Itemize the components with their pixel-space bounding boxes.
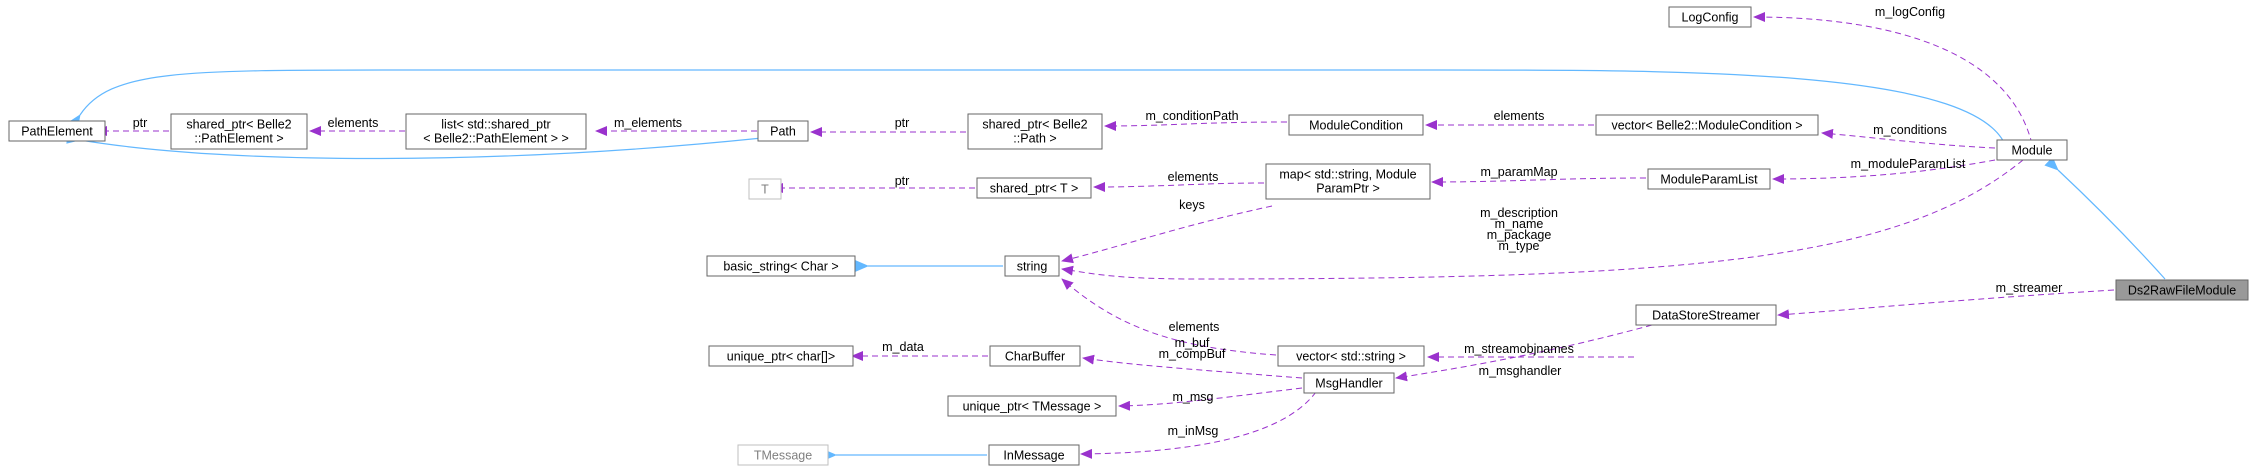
node-label: Path: [770, 125, 796, 139]
usage-edge-elements-spt: [1093, 181, 1265, 192]
edge-label: m_moduleParamList: [1851, 157, 1966, 171]
node-basic-string[interactable]: basic_string< Char >: [706, 255, 856, 277]
node-list-shared-ptr-pathelement[interactable]: list< std::shared_ptr< Belle2::PathEleme…: [405, 113, 587, 150]
edge-labels: ptr elements m_elements ptr m_conditionP…: [133, 5, 2063, 438]
node-unique-ptr-tmessage[interactable]: unique_ptr< TMessage >: [947, 395, 1117, 417]
node-logconfig[interactable]: LogConfig: [1668, 6, 1752, 28]
node-label: PathElement: [21, 125, 93, 139]
node-label: list< std::shared_ptr< Belle2::PathEleme…: [423, 118, 569, 146]
edge-label: m_inMsg: [1168, 424, 1219, 438]
usage-edge-m-conditionpath: [1104, 120, 1288, 131]
node-label: shared_ptr< Belle2::Path >: [982, 118, 1087, 146]
edge-label: elements: [328, 116, 379, 130]
node-msghandler[interactable]: MsgHandler: [1303, 372, 1395, 394]
edge-label: m_conditionPath: [1145, 109, 1238, 123]
node-pathelement[interactable]: PathElement: [8, 120, 106, 142]
node-path[interactable]: Path: [757, 120, 809, 142]
node-moduleparamlist[interactable]: ModuleParamList: [1647, 168, 1771, 190]
edge-label: ptr: [895, 116, 910, 130]
usage-edge-m-conditions: [1821, 128, 1996, 149]
node-vector-modulecondition[interactable]: vector< Belle2::ModuleCondition >: [1595, 114, 1819, 136]
node-datastorestreamer[interactable]: DataStoreStreamer: [1635, 304, 1777, 326]
node-label: LogConfig: [1682, 11, 1739, 25]
usage-edge-keys: [1061, 205, 1273, 264]
node-label: vector< Belle2::ModuleCondition >: [1611, 119, 1802, 133]
node-label: shared_ptr< T >: [990, 182, 1079, 196]
edge-label: m_streamer: [1996, 281, 2063, 295]
node-modulecondition[interactable]: ModuleCondition: [1288, 114, 1424, 136]
node-label: unique_ptr< TMessage >: [963, 400, 1102, 414]
node-label: DataStoreStreamer: [1652, 309, 1760, 323]
usage-edge-m-inmsg: [1080, 391, 1317, 459]
node-shared-ptr-path[interactable]: shared_ptr< Belle2::Path >: [967, 113, 1103, 150]
inheritance-path-to-pathelement: [66, 131, 763, 160]
node-label: InMessage: [1003, 449, 1064, 463]
node-tmessage[interactable]: TMessage: [737, 444, 829, 466]
usage-edge-m-msg: [1118, 387, 1303, 411]
node-label: shared_ptr< Belle2::PathElement >: [186, 118, 291, 146]
edge-label: ptr: [133, 116, 148, 130]
edge-label: elements: [1168, 170, 1219, 184]
node-label: basic_string< Char >: [723, 260, 838, 274]
edge-label: m_data: [882, 340, 924, 354]
usage-edge-module-strings: [1061, 159, 2024, 280]
node-charbuffer[interactable]: CharBuffer: [989, 345, 1081, 367]
node-label: TMessage: [754, 449, 812, 463]
edge-label: ptr: [895, 174, 910, 188]
node-label: vector< std::string >: [1296, 350, 1406, 364]
node-label: CharBuffer: [1005, 350, 1065, 364]
inheritance-ds2raw-to-module: [2044, 156, 2166, 280]
edge-label: m_msghandler: [1479, 364, 1562, 378]
edge-label: m_paramMap: [1480, 165, 1557, 179]
edge-label: keys: [1179, 198, 1205, 212]
node-label: MsgHandler: [1315, 377, 1382, 391]
node-ds2rawfilemodule[interactable]: Ds2RawFileModule: [2115, 279, 2249, 301]
edge-label: m_elements: [614, 116, 682, 130]
node-label: unique_ptr< char[]>: [727, 350, 835, 364]
node-label: ModuleParamList: [1660, 173, 1758, 187]
edge-label: m_logConfig: [1875, 5, 1945, 19]
inheritance-module-to-pathelement: [67, 69, 2008, 151]
node-inmessage[interactable]: InMessage: [988, 444, 1080, 466]
node-string[interactable]: string: [1004, 255, 1060, 277]
node-label: T: [761, 183, 769, 197]
node-shared-ptr-t[interactable]: shared_ptr< T >: [976, 177, 1092, 199]
usage-edge-m-streamer: [1777, 289, 2115, 320]
usage-edge-m-logconfig: [1753, 12, 2033, 145]
node-shared-ptr-pathelement[interactable]: shared_ptr< Belle2::PathElement >: [170, 113, 308, 150]
edge-label: elements: [1169, 320, 1220, 334]
edge-label: elements: [1494, 109, 1545, 123]
edge-label: m_msg: [1173, 390, 1214, 404]
edge-label: m_conditions: [1873, 123, 1947, 137]
usage-edge-m-buf: [1082, 354, 1303, 379]
usage-edge-elements-vs: [1061, 278, 1277, 356]
node-module[interactable]: Module: [1996, 139, 2068, 161]
node-label: Ds2RawFileModule: [2128, 284, 2236, 298]
usage-edge-m-moduleparamlist: [1772, 159, 1996, 184]
node-label: ModuleCondition: [1309, 119, 1403, 133]
edge-label: m_streamobjnames: [1464, 342, 1574, 356]
node-t[interactable]: T: [748, 178, 782, 200]
node-unique-ptr-char[interactable]: unique_ptr< char[]>: [708, 345, 854, 367]
node-label: string: [1017, 260, 1048, 274]
usage-edge-m-parammap: [1431, 176, 1647, 187]
usage-edge-m-msghandler: [1395, 324, 1653, 382]
node-label: Module: [2012, 144, 2053, 158]
node-vector-string[interactable]: vector< std::string >: [1277, 345, 1425, 367]
